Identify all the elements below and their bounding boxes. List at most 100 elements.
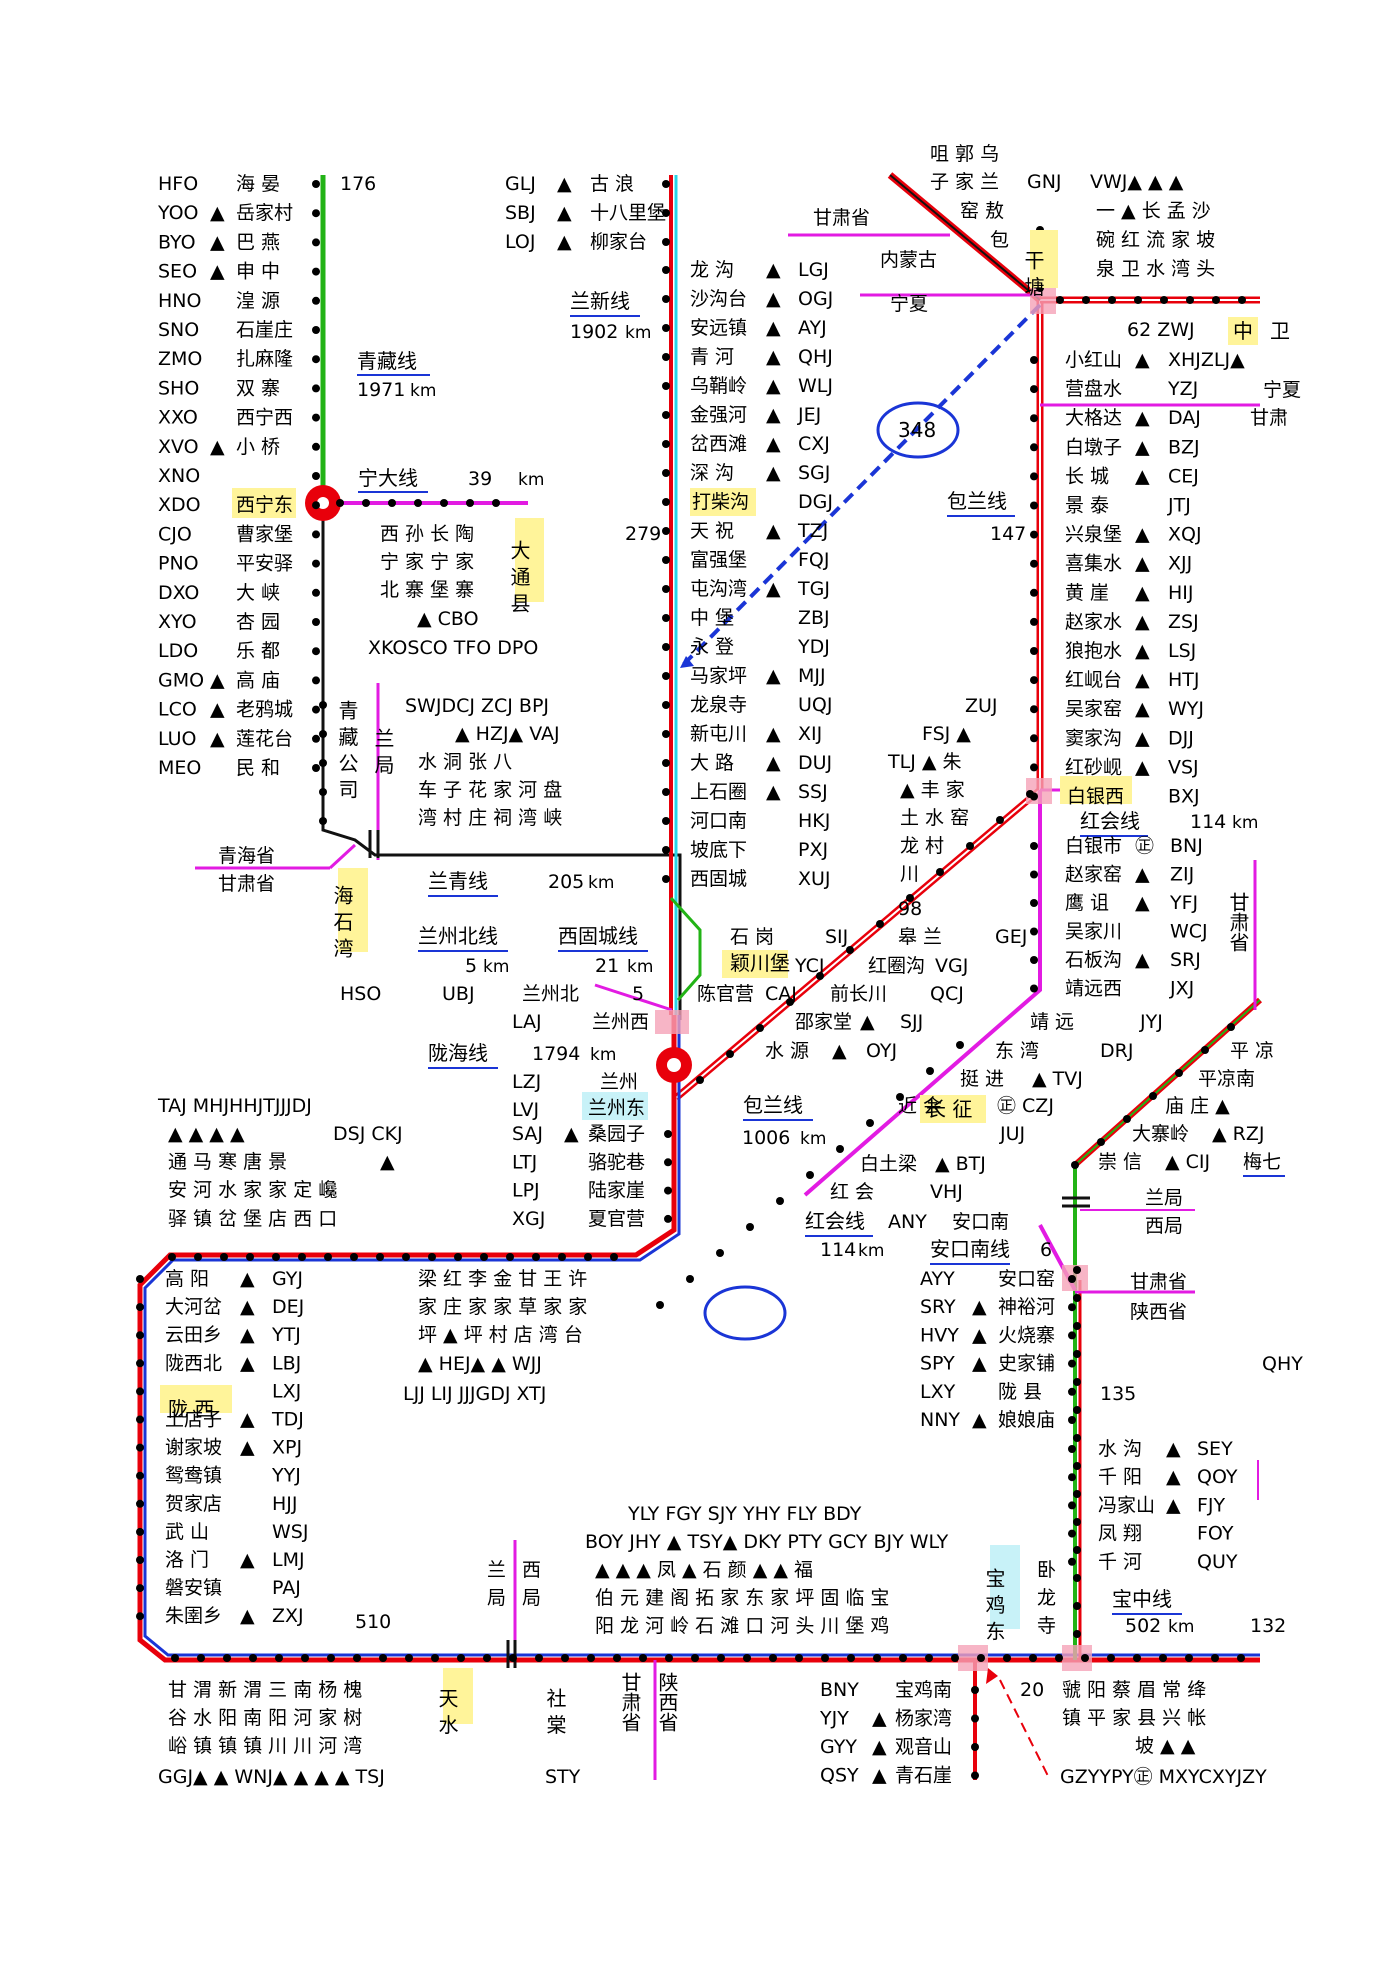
lanxin-name: 兰新线 <box>570 289 630 313</box>
dsj-text: DSJ CKJ <box>333 1123 403 1145</box>
col_longhai_down-6-code: XPJ <box>272 1437 302 1459</box>
longhai-km: 1794 <box>532 1043 580 1065</box>
col_lanxin_right-2-name: 安远镇 <box>690 317 747 339</box>
col_qingzang-13-code: PNO <box>158 553 199 575</box>
lanxin-unit: km <box>625 323 651 343</box>
lanqing-vert-dot <box>319 730 327 738</box>
longhai-upper-dot <box>194 1253 202 1261</box>
col_lanxin_right-7-name: 深 沟 <box>690 462 734 484</box>
col_lanxin_right-2-mark: ▲ <box>766 317 781 339</box>
col_longhai_down-12-name: 朱圉乡 <box>165 1605 222 1627</box>
col_lanxin_right-10-code: FQJ <box>798 549 830 571</box>
col_qingzang-2-code: BYO <box>158 231 196 253</box>
km-98: 98 <box>898 898 922 920</box>
xigucheng-rail <box>669 896 702 1001</box>
km-132: 132 <box>1250 1615 1286 1637</box>
pingliang-dot <box>1175 1069 1183 1077</box>
honghui-diag-dot <box>956 1041 964 1049</box>
baozhong-dot <box>1073 1490 1081 1498</box>
col_baolan-11-mark: ▲ <box>1135 669 1150 691</box>
empty-ellipse <box>703 1285 787 1341</box>
col_baolan-2-dot <box>1030 414 1038 423</box>
honghui-unit: km <box>1232 813 1258 833</box>
any-text: ANY <box>888 1211 927 1233</box>
col_baolan-4-mark: ▲ <box>1135 465 1150 487</box>
col_lanxin_right-6-name: 岔西滩 <box>690 433 747 455</box>
col_longhai_down-2-mark: ▲ <box>240 1324 255 1346</box>
col_longhai_w-3-code: XGJ <box>512 1208 545 1230</box>
col_lanxin_right-19-code: HKJ <box>798 810 830 832</box>
col_baolan-2-code: DAJ <box>1168 407 1201 429</box>
col_longhai_down-6-dot <box>136 1443 144 1452</box>
ljj-text: LJJ LIJ JJJGDJ XTJ <box>403 1383 546 1405</box>
col_baozhong_a-1-name: 神裕河 <box>998 1296 1055 1318</box>
honghui-diag-dot <box>746 1223 754 1231</box>
col_baocheng-2-mark: ▲ <box>872 1736 887 1758</box>
col_baolan-3-mark: ▲ <box>1135 436 1150 458</box>
lj2-text: 局 <box>487 1587 506 1609</box>
baoyin-3-name: 邵家堂 <box>795 1011 852 1033</box>
col_qingzang-6-dot <box>312 355 320 364</box>
col_baolan-11-dot <box>1030 676 1038 685</box>
col_lanxin_right-1-name: 沙沟台 <box>690 288 747 310</box>
col_longhai_w-1-name: 骆驼巷 <box>588 1151 645 1173</box>
col_longhai_down-5-code: TDJ <box>271 1409 304 1431</box>
longhai-bottom-dot <box>899 1654 907 1662</box>
col_longhai_w-1-dot <box>664 1158 672 1167</box>
ankounan-km: 6 <box>1040 1239 1052 1261</box>
col_lanxin_right-2-dot <box>662 324 670 332</box>
ld3-text: 驿 镇 岔 堡 店 西 口 <box>168 1208 337 1230</box>
longhai-bottom-dot <box>301 1654 309 1662</box>
col_baozhong_a-5-code: NNY <box>920 1409 960 1431</box>
baozhong-dot <box>1073 1378 1081 1386</box>
lanxin-km: 1902 <box>570 321 618 343</box>
longhai-upper-dot <box>376 1253 384 1261</box>
col_longhai_down-5-dot <box>136 1415 144 1424</box>
longhai-upper-dot <box>298 1253 306 1261</box>
col_baolan-8-dot <box>1030 588 1038 597</box>
col_baolan-15-name: 白银西 <box>1067 786 1124 808</box>
col_longhai_down-2-code: YTJ <box>271 1324 301 1346</box>
baozhong-name: 宝中线 <box>1112 1587 1172 1611</box>
honghui-diag-dot <box>896 1093 904 1101</box>
col_longhai_w-2-dot <box>664 1186 672 1195</box>
y-codes2: BOY JHY ▲ TSY▲ DKY PTY GCY BJY WLY <box>585 1531 949 1553</box>
longhai-bottom-dot <box>535 1654 543 1662</box>
col_baolan-13-mark: ▲ <box>1135 727 1150 749</box>
col_lanxin_right-9-name: 天 祝 <box>690 520 734 542</box>
col_lanxin_right-18-name: 上石圈 <box>690 781 747 803</box>
col_qingzang-14-name: 大 峡 <box>236 582 280 604</box>
col_qingzang-8-code: XXO <box>158 407 198 429</box>
baozhong-dot <box>1073 1574 1081 1582</box>
col_baolan-12-mark: ▲ <box>1135 698 1150 720</box>
col_baocheng-0-dot <box>971 1686 979 1694</box>
col_qingzang-0-dot <box>312 180 320 188</box>
qz-c1: 水 洞 张 八 <box>418 751 512 773</box>
province-qinghai: 青海省 <box>218 845 275 867</box>
col_lanxin_right-2-code: AYJ <box>798 317 827 339</box>
col_lanxin_right-9-mark: ▲ <box>766 520 781 542</box>
col_qingzang-20-dot <box>312 764 320 772</box>
col_lanxin_right-14-dot <box>662 672 670 680</box>
longhai-upper-dot <box>324 1253 332 1261</box>
col_baozhong_b-4-code: QUY <box>1197 1551 1238 1573</box>
col_qingzang-18-mark: ▲ <box>210 699 225 721</box>
col_longhai_down-8-code: HJJ <box>272 1493 298 1515</box>
col_longhai_w-3-dot <box>664 1214 672 1223</box>
col_qingzang-16-code: LDO <box>158 640 198 662</box>
longxi-highlight <box>160 1385 232 1413</box>
col_longhai_w-1-code: LTJ <box>512 1151 537 1173</box>
lanzhouxi-text: 兰州西 <box>592 1011 649 1033</box>
col_baozhong_a-5-name: 娘娘庙 <box>998 1409 1055 1431</box>
col_baozhong_b-2-code: FJY <box>1197 1494 1226 1516</box>
tl4-text: 龙 村 <box>900 835 944 857</box>
pingliang-dot <box>1149 1092 1157 1100</box>
km-135: 135 <box>1100 1383 1136 1405</box>
dongwan-text: 东 湾 <box>995 1040 1039 1062</box>
col_honghui_a-0-mark: ㊣ <box>1135 835 1154 857</box>
col_lanxin_right-3-code: QHJ <box>798 346 833 368</box>
col_longhai_down-4-dot <box>136 1387 144 1396</box>
col_qingzang-2-dot <box>312 238 320 247</box>
col_qingzang-3-dot <box>312 267 320 276</box>
col_lanxin_right-14-mark: ▲ <box>766 665 781 687</box>
